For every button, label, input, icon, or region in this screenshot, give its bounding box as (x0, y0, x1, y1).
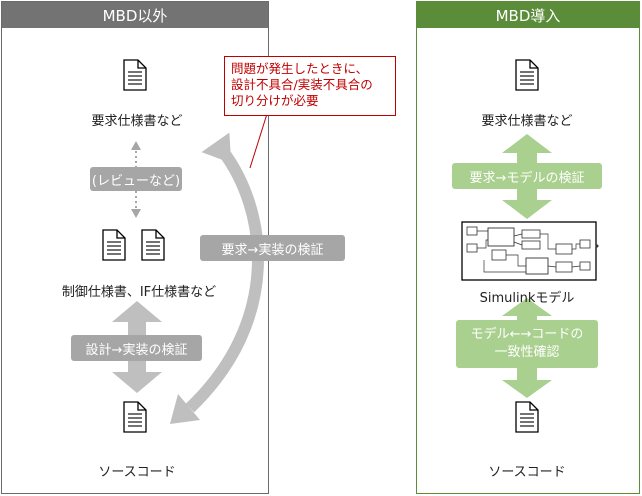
right-panel-title: MBD導入 (495, 6, 561, 25)
req-verify-pill: 要求→実装の検証 (200, 235, 345, 261)
left-req-doc-label: 要求仕様書など (91, 114, 183, 129)
document-icon (123, 401, 147, 433)
left-source-label: ソースコード (98, 465, 176, 480)
review-dotted-arrow (131, 141, 141, 218)
document-icon (515, 59, 539, 91)
review-pill: (レビューなど) (90, 167, 182, 191)
callout-line-3: 切り分けが必要 (231, 93, 319, 108)
right-source-label: ソースコード (488, 465, 566, 480)
ctrl-doc-label: 制御仕様書、IF仕様書など (61, 285, 217, 300)
left-panel-title: MBD以外 (102, 6, 168, 25)
callout-line-2: 設計不具合/実装不具合の (231, 77, 373, 92)
document-icon (123, 59, 147, 91)
document-icon (515, 401, 539, 433)
left-panel-header: MBD以外 (2, 2, 268, 28)
right-panel-header: MBD導入 (417, 2, 639, 28)
model-code-verify-pill: モデル←→コードの 一致性確認 (456, 320, 598, 368)
req-verify-label: 要求→実装の検証 (221, 242, 324, 258)
req-model-verify-label: 要求→モデルの検証 (469, 170, 585, 186)
document-icon (141, 229, 165, 261)
callout-line-1: 問題が発生したときに、 (231, 61, 369, 76)
model-code-line-2: 一致性確認 (494, 345, 560, 360)
model-code-line-1: モデル←→コードの (470, 327, 584, 342)
model-label: Simulinkモデル (479, 291, 575, 306)
document-icon (102, 229, 126, 261)
simulink-model-icon (461, 221, 599, 281)
req-model-verify-pill: 要求→モデルの検証 (452, 163, 602, 189)
callout-box: 問題が発生したときに、 設計不具合/実装不具合の 切り分けが必要 (224, 56, 396, 116)
review-label: (レビューなど) (91, 173, 181, 189)
right-req-doc-label: 要求仕様書など (481, 114, 573, 129)
design-verify-pill: 設計→実装の検証 (71, 335, 202, 361)
req-impl-curved-arrow (170, 132, 264, 424)
design-verify-label: 設計→実装の検証 (85, 342, 188, 358)
